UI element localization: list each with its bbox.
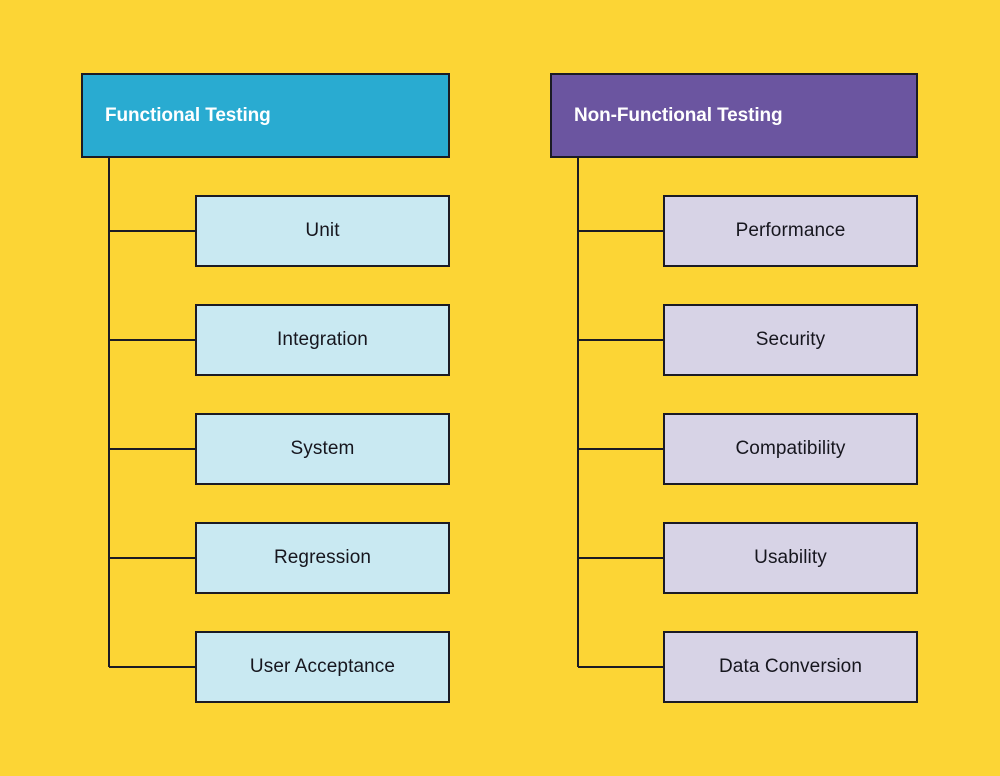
child-node-functional-4[interactable]: User Acceptance [195,631,450,703]
child-node-label: Usability [754,547,827,568]
child-node-functional-3[interactable]: Regression [195,522,450,594]
child-node-label: User Acceptance [249,656,396,677]
child-node-non-functional-0[interactable]: Performance [663,195,918,267]
child-node-label: Regression [273,547,372,568]
child-node-label: Security [755,329,826,350]
child-node-label: Unit [305,220,340,241]
child-node-non-functional-1[interactable]: Security [663,304,918,376]
child-node-non-functional-3[interactable]: Usability [663,522,918,594]
root-node-non-functional[interactable]: Non-Functional Testing [550,73,918,158]
child-node-label: Integration [277,329,368,350]
child-node-functional-1[interactable]: Integration [195,304,450,376]
child-node-functional-2[interactable]: System [195,413,450,485]
child-node-functional-0[interactable]: Unit [195,195,450,267]
root-node-label: Functional Testing [105,104,271,126]
child-node-label: Data Conversion [718,656,863,677]
child-node-non-functional-2[interactable]: Compatibility [663,413,918,485]
root-node-functional[interactable]: Functional Testing [81,73,450,158]
child-node-label: Performance [735,220,846,241]
child-node-label: Compatibility [735,438,846,459]
child-node-label: System [290,438,355,459]
root-node-label: Non-Functional Testing [574,104,783,126]
child-node-non-functional-4[interactable]: Data Conversion [663,631,918,703]
